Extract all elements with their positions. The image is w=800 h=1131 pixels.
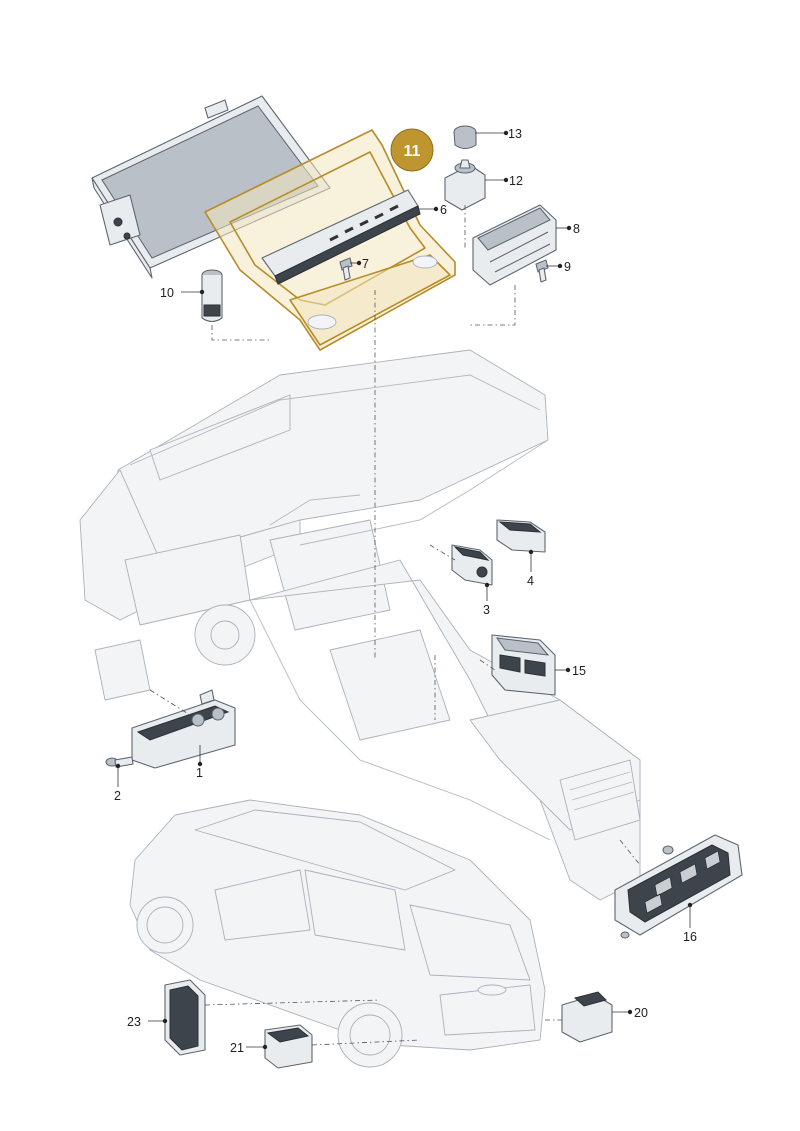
- switch-23: [164, 979, 206, 1056]
- switch-4: [496, 519, 546, 553]
- callout-8: 8: [573, 222, 580, 236]
- callout-13: 13: [508, 127, 522, 141]
- switch-module-15: [491, 634, 556, 696]
- switch-module-16: [614, 834, 743, 939]
- switch-3: [451, 544, 493, 586]
- screw-2: [105, 756, 134, 768]
- callout-15: 15: [572, 664, 586, 678]
- callout-10: 10: [160, 286, 174, 300]
- callout-20: 20: [634, 1006, 648, 1020]
- switch-panel-6: [261, 189, 421, 285]
- switch-10: [201, 269, 223, 323]
- rotary-control-12: [444, 159, 486, 211]
- screw-9: [535, 259, 549, 283]
- callout-labels: 13 12 6 8 7 9 10 4 3 15 1 2 16 20 23 21: [114, 127, 697, 1055]
- callout-12: 12: [509, 174, 523, 188]
- callout-6: 6: [440, 203, 447, 217]
- switch-20: [561, 991, 613, 1043]
- callout-3: 3: [483, 603, 490, 617]
- knob-13: [453, 125, 477, 149]
- screw-7: [339, 257, 353, 281]
- callout-1: 1: [196, 766, 203, 780]
- callout-21: 21: [230, 1041, 244, 1055]
- switch-8: [472, 204, 557, 286]
- highlight-badge: 11: [390, 128, 434, 172]
- display-screen: [91, 95, 331, 279]
- callout-2: 2: [114, 789, 121, 803]
- callout-7: 7: [362, 257, 369, 271]
- callout-4: 4: [527, 574, 534, 588]
- callout-23: 23: [127, 1015, 141, 1029]
- dashboard-illustration: [79, 349, 641, 901]
- leader-lines: [115, 130, 693, 1050]
- switch-21: [264, 1024, 313, 1069]
- callout-9: 9: [564, 260, 571, 274]
- car-illustration: [129, 799, 546, 1068]
- badge-label: 11: [404, 143, 421, 160]
- light-switch-1: [131, 689, 236, 769]
- callout-16: 16: [683, 930, 697, 944]
